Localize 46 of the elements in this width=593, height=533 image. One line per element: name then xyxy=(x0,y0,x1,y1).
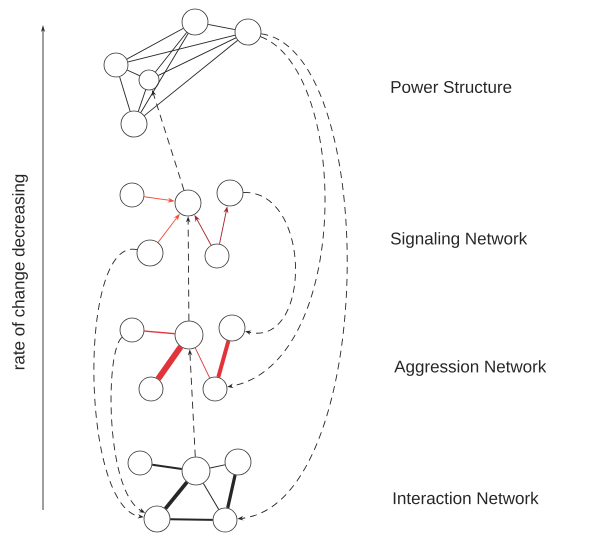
network-link xyxy=(138,89,146,112)
network-link xyxy=(140,33,189,113)
axis-label: rate of change decreasing xyxy=(12,174,28,370)
circle-node xyxy=(104,52,128,78)
network-link xyxy=(144,330,175,334)
circle-node xyxy=(174,320,204,350)
network-label: Aggression Network xyxy=(394,360,546,376)
network-link xyxy=(170,518,213,521)
circle-node xyxy=(144,506,170,532)
circle-node xyxy=(174,190,202,216)
network-link xyxy=(144,40,238,116)
network-link xyxy=(152,464,182,470)
circle-node xyxy=(120,110,148,138)
network-link xyxy=(158,37,236,76)
circle-node xyxy=(120,318,144,342)
network-link xyxy=(208,24,236,30)
circle-node xyxy=(138,70,160,90)
network-link xyxy=(155,32,188,72)
circle-node xyxy=(234,18,262,46)
network-link xyxy=(128,34,236,62)
network-link xyxy=(194,348,210,378)
network-link xyxy=(156,345,184,381)
dashed-arrow xyxy=(242,192,296,335)
network-link xyxy=(216,340,230,378)
circle-node xyxy=(182,456,210,486)
network-label: Power Structure xyxy=(392,80,512,94)
network-link xyxy=(164,481,188,510)
circle-node xyxy=(224,448,252,476)
network-link xyxy=(210,464,226,468)
circle-node xyxy=(212,508,238,532)
network-link xyxy=(202,482,220,510)
network-label: Interaction Network xyxy=(394,492,539,504)
circle-node xyxy=(136,240,164,266)
circle-node xyxy=(216,180,244,206)
circle-node xyxy=(218,314,246,342)
circle-node xyxy=(202,376,228,402)
circle-node xyxy=(120,182,144,208)
network-link xyxy=(126,70,140,76)
circle-node xyxy=(138,376,164,402)
network-link xyxy=(226,474,237,508)
network-link xyxy=(126,28,184,60)
circle-node xyxy=(182,8,208,36)
circle-node xyxy=(128,450,152,476)
network-link xyxy=(119,76,131,112)
circle-node xyxy=(204,244,230,268)
network-label: Signaling Network xyxy=(390,232,528,248)
